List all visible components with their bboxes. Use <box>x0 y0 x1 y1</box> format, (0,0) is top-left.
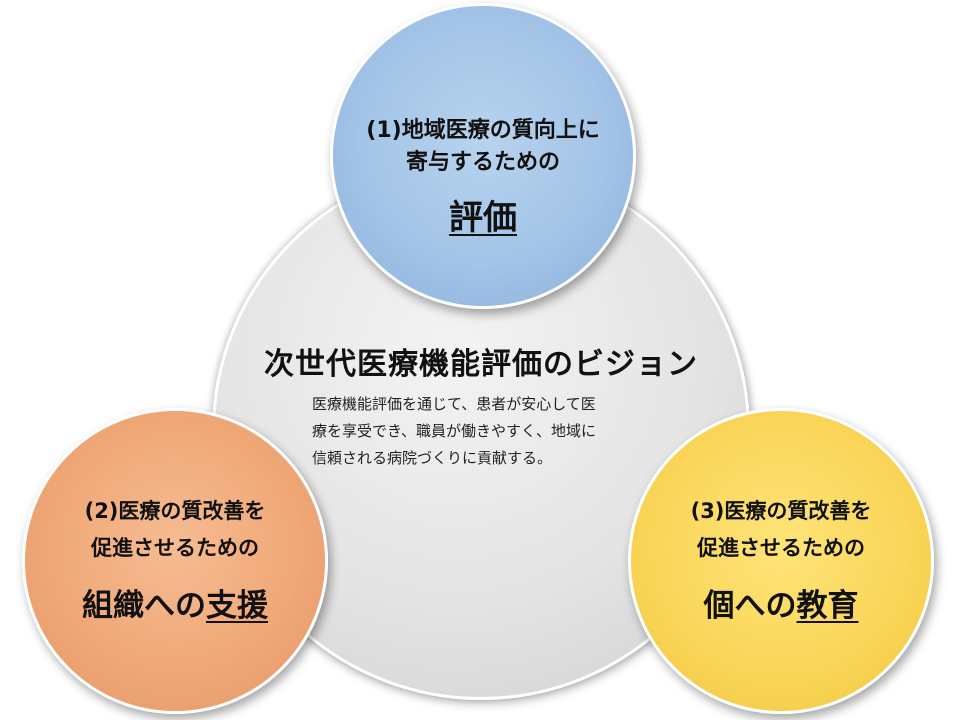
evaluation-keyword: 評価 <box>330 190 636 239</box>
individual-education-circle <box>628 408 934 714</box>
organization-support-keyword-prefix: 組織への <box>82 588 206 624</box>
vision-description-line: 信頼される病院づくりに貢献する。 <box>312 449 553 467</box>
vision-description-line: 療を享受でき、職員が働きやすく、地域に <box>312 422 596 440</box>
individual-education-keyword-prefix: 個への <box>703 588 797 624</box>
individual-education-keyword: 個への教育 <box>628 580 934 625</box>
individual-education-line-1: (3)医療の質改善を <box>690 499 872 523</box>
vision-description: 医療機能評価を通じて、患者が安心して医 療を享受でき、職員が働きやすく、地域に … <box>312 391 672 472</box>
organization-support-circle <box>22 408 328 714</box>
vision-description-line: 医療機能評価を通じて、患者が安心して医 <box>312 395 596 413</box>
organization-support-line-1: (2)医療の質改善を <box>84 499 266 523</box>
evaluation-keyword-text: 評価 <box>449 198 517 238</box>
organization-support-keyword: 組織への支援 <box>22 580 328 625</box>
organization-support-line-2: 促進させるための <box>91 536 259 560</box>
evaluation-line-1: (1)地域医療の質向上に <box>366 118 600 143</box>
vision-title: 次世代医療機能評価のビジョン <box>264 347 698 382</box>
evaluation-circle <box>330 3 636 309</box>
evaluation-line-2: 寄与するための <box>405 150 560 175</box>
organization-support-keyword-text: 支援 <box>206 588 268 624</box>
individual-education-line-2: 促進させるための <box>697 536 865 560</box>
individual-education-keyword-text: 教育 <box>796 588 859 624</box>
